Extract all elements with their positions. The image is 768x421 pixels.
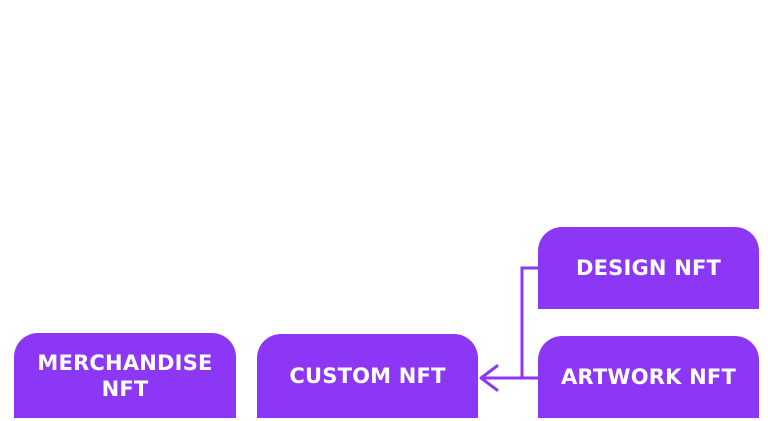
design-nft-node: DESIGN NFT <box>538 227 759 309</box>
merchandise-nft-node: MERCHANDISE NFT <box>14 333 236 418</box>
custom-nft-node: CUSTOM NFT <box>257 334 478 418</box>
connector-design-to-custom <box>520 266 538 378</box>
artwork-nft-node: ARTWORK NFT <box>538 336 759 418</box>
arrowhead-icon <box>479 364 499 392</box>
